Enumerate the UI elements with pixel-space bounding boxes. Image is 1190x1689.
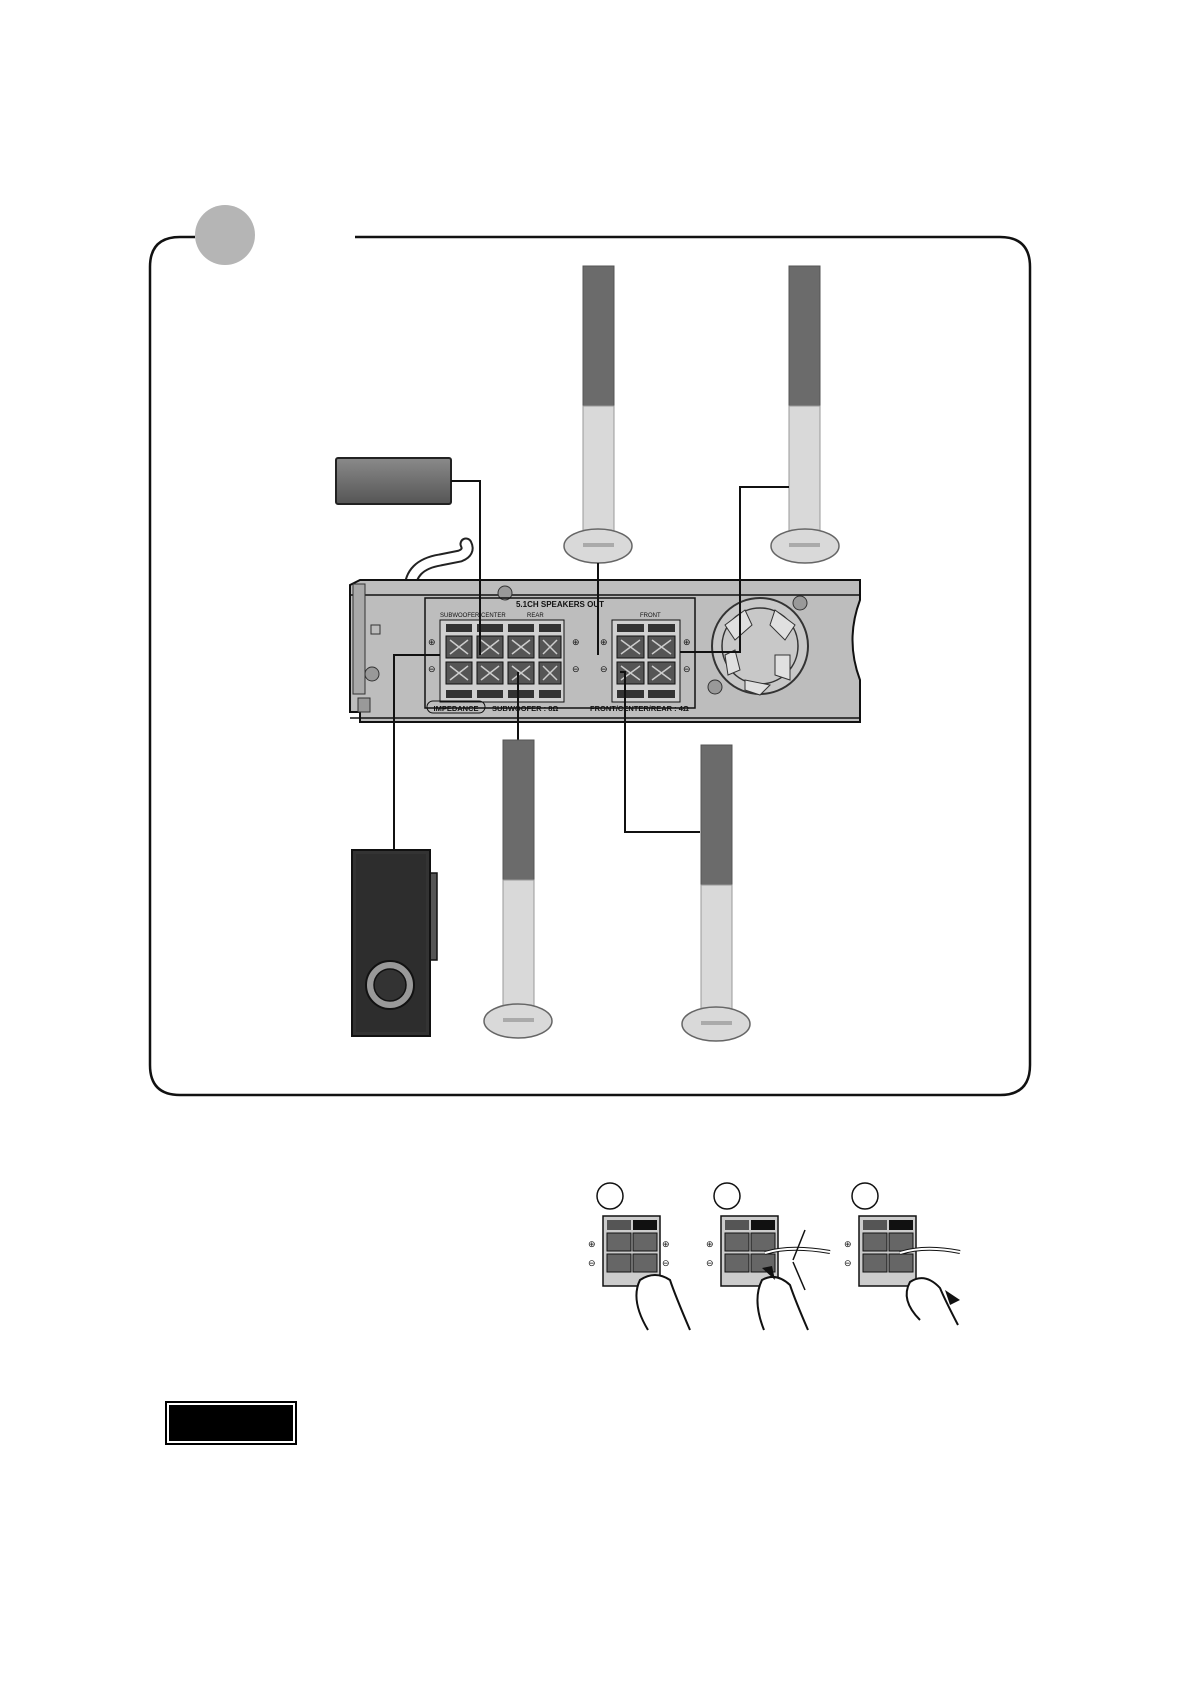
plus-mark-mid: ⊕ bbox=[572, 637, 580, 647]
impedance-label: IMPEDANCE bbox=[433, 704, 478, 713]
speaker-rear-left-bottom bbox=[483, 739, 553, 1039]
svg-text:⊕: ⊕ bbox=[706, 1239, 714, 1249]
receiver-rear-panel: 5.1CH SPEAKERS OUT SUBWOOFER CENTER REAR… bbox=[349, 579, 861, 723]
finger-pressing-icon bbox=[756, 1275, 809, 1331]
plus-mark-left: ⊕ bbox=[428, 637, 436, 647]
speakers-out-label: 5.1CH SPEAKERS OUT bbox=[516, 600, 604, 609]
diagram-frame bbox=[148, 235, 1032, 1097]
svg-text:⊕: ⊕ bbox=[662, 1239, 670, 1249]
step-1-illustration: ⊕ ⊖ ⊕ ⊖ bbox=[588, 1182, 691, 1331]
svg-text:⊖: ⊖ bbox=[662, 1258, 670, 1268]
rear-label: REAR bbox=[527, 613, 544, 619]
speaker-front-right-top bbox=[770, 265, 840, 564]
impedance-others: FRONT/CENTER/REAR : 4Ω bbox=[590, 704, 689, 713]
minus-mark-left: ⊖ bbox=[428, 664, 436, 674]
impedance-subwoofer: SUBWOOFER : 8Ω bbox=[492, 704, 558, 713]
minus-mark-mid: ⊖ bbox=[572, 664, 580, 674]
svg-text:⊖: ⊖ bbox=[844, 1258, 852, 1268]
plus-mark-right: ⊕ bbox=[683, 637, 691, 647]
svg-text:⊖: ⊖ bbox=[588, 1258, 596, 1268]
finger-pressing-icon bbox=[635, 1274, 691, 1331]
step-3-illustration: ⊕ ⊖ bbox=[844, 1182, 961, 1326]
minus-mark-right: ⊖ bbox=[683, 664, 691, 674]
cooling-fan bbox=[711, 597, 809, 695]
speaker-wires bbox=[393, 480, 789, 850]
front-label: FRONT bbox=[640, 613, 661, 619]
center-speaker bbox=[335, 457, 452, 505]
speaker-rear-right-bottom bbox=[681, 744, 751, 1042]
note-label-bar bbox=[165, 1401, 297, 1445]
svg-text:⊕: ⊕ bbox=[844, 1239, 852, 1249]
step-2-illustration: ⊕ ⊖ bbox=[706, 1182, 831, 1331]
terminal-block-front bbox=[611, 619, 681, 703]
subwoofer bbox=[351, 849, 438, 1037]
terminal-block-left bbox=[439, 619, 565, 703]
section-badge bbox=[195, 205, 255, 265]
subwoofer-center-label: SUBWOOFER CENTER bbox=[440, 613, 506, 619]
minus-mark-front: ⊖ bbox=[600, 664, 608, 674]
speaker-front-left-top bbox=[563, 265, 633, 564]
svg-text:⊖: ⊖ bbox=[706, 1258, 714, 1268]
plus-mark-front: ⊕ bbox=[600, 637, 608, 647]
finger-release-icon bbox=[905, 1277, 959, 1326]
svg-text:⊕: ⊕ bbox=[588, 1239, 596, 1249]
